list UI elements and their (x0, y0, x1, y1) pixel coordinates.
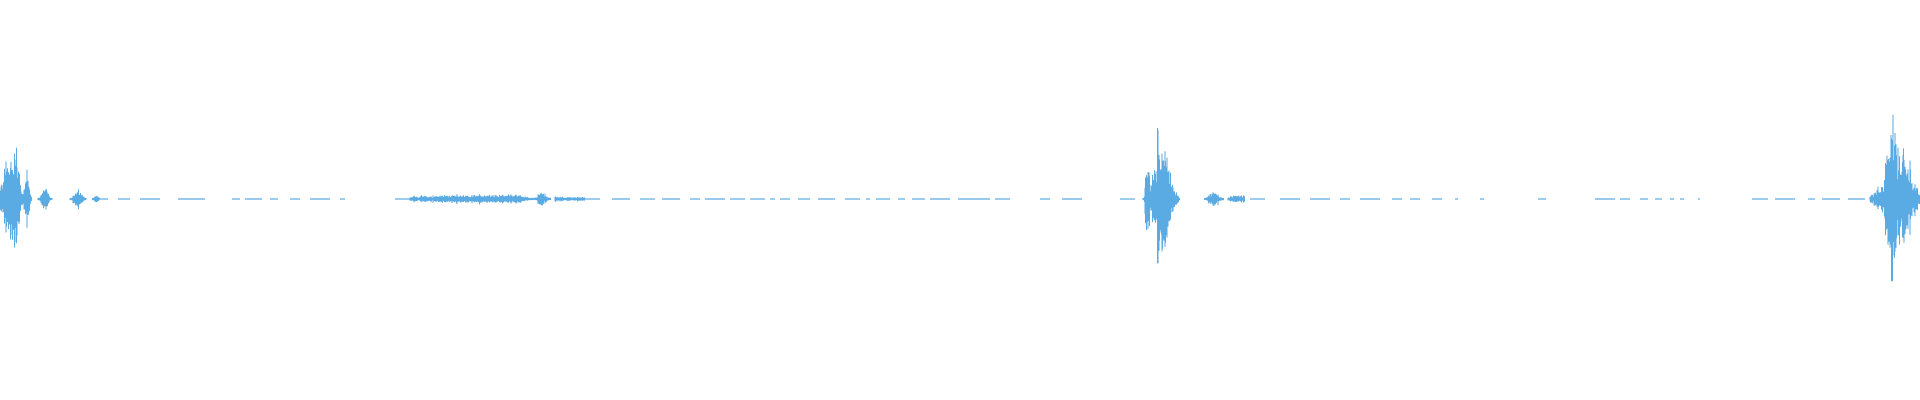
waveform-amplitude-trace (0, 114, 1920, 282)
